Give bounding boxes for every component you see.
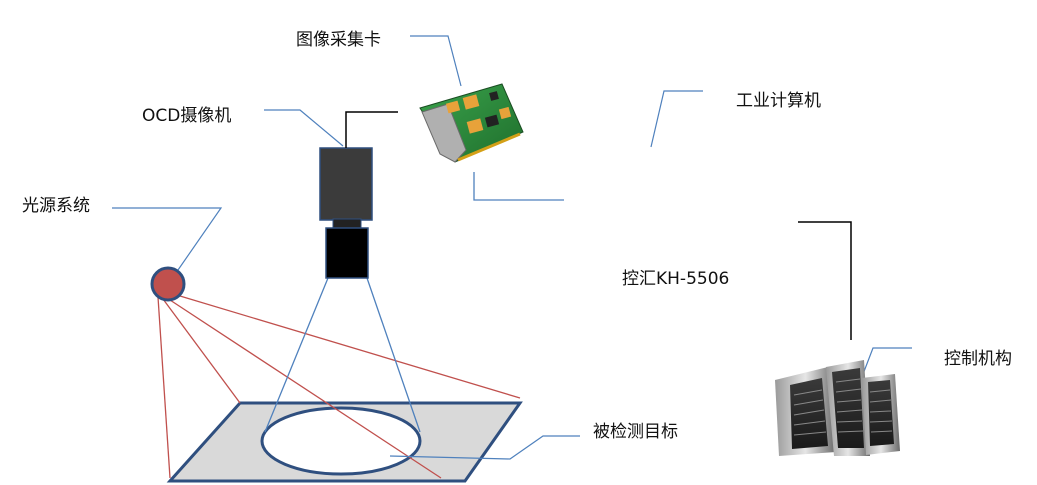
camera-mount: [332, 218, 362, 229]
camera-cable: [345, 111, 398, 148]
leader-lines: [112, 35, 912, 460]
camera-lens: [325, 227, 369, 279]
label-light-source-system: 光源系统: [22, 196, 90, 216]
label-image-capture-card: 图像采集卡: [296, 30, 381, 50]
light-rays: [157, 295, 521, 479]
camera-view-cone: [264, 277, 421, 433]
label-industrial-computer: 工业计算机: [736, 91, 821, 111]
camera-body: [319, 147, 373, 221]
computer-control-line: [798, 221, 852, 340]
label-inspected-target: 被检测目标: [593, 422, 678, 442]
label-control-mechanism: 控制机构: [944, 349, 1012, 369]
label-ocd-camera: OCD摄像机: [142, 106, 232, 126]
capture-card-icon: [419, 83, 524, 163]
light-source-icon: [150, 266, 186, 302]
card-computer-line: [473, 172, 564, 201]
inspection-ellipse: [260, 406, 422, 476]
server-rack-icon: [775, 360, 900, 456]
label-computer-model: 控汇KH-5506: [622, 269, 730, 289]
